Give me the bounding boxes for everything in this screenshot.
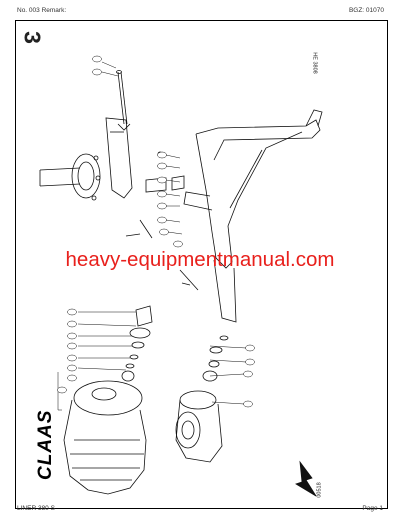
footer-left-text: LINER 380 S: [17, 505, 55, 512]
bolt-part: [116, 70, 131, 131]
header-right-text: BGZ: 01070: [348, 7, 384, 14]
hub-bracket-part: [39, 117, 133, 201]
wheel-bearing-stack: [121, 305, 153, 382]
header-left-text: No. 003 Remark:: [17, 7, 67, 14]
hub-stack-part: [175, 335, 229, 463]
drawing-frame: [15, 20, 388, 509]
watermark-text: heavy-equipmentmanual.com: [65, 248, 335, 271]
a-frame-part: [183, 109, 323, 323]
footer-right-text: Page 1: [362, 505, 383, 512]
arrow-mark: [295, 460, 317, 497]
tire-part: [63, 380, 147, 495]
